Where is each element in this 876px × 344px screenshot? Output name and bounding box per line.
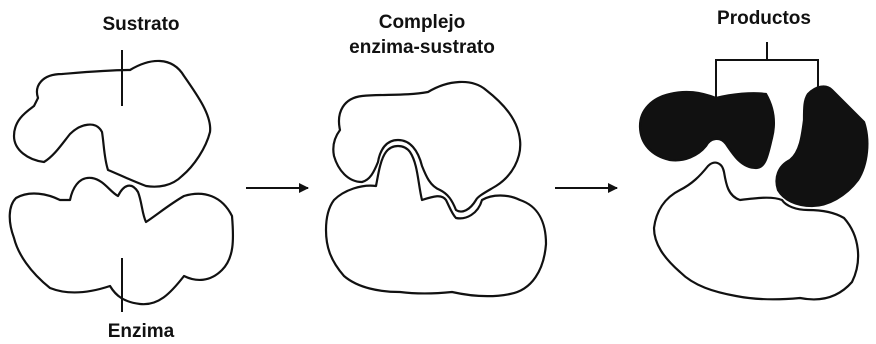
complex-label-line1: Complejo <box>379 12 466 33</box>
product-1-shape <box>638 90 776 170</box>
complex-enzyme-shape <box>324 144 548 298</box>
panel-products: Productos <box>638 8 869 301</box>
complex-substrate-shape <box>332 80 522 213</box>
product-2-shape <box>775 85 869 208</box>
panel-separate: Sustrato Enzima <box>8 14 235 342</box>
panel-complex: Complejo enzima-sustrato <box>324 12 548 298</box>
substrate-shape <box>12 59 212 188</box>
product-enzyme-shape <box>652 161 860 301</box>
enzyme-shape <box>8 176 235 306</box>
products-label: Productos <box>717 8 811 29</box>
complex-label-line2: enzima-sustrato <box>349 37 495 58</box>
enzyme-label: Enzima <box>108 321 175 342</box>
substrate-label: Sustrato <box>102 14 179 35</box>
products-bracket <box>715 59 819 98</box>
